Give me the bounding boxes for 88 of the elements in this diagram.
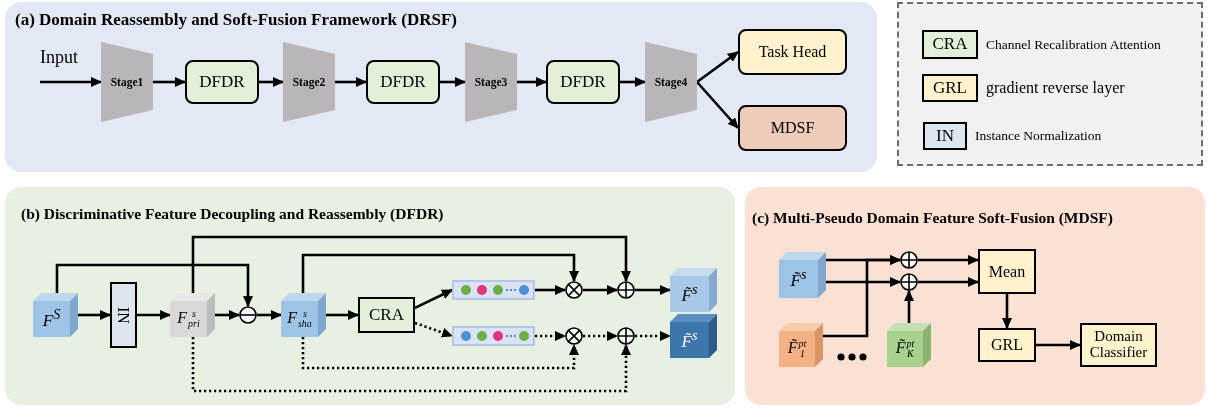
- arrow: [635, 331, 671, 341]
- feature-symbol: F$^{S}$: [42, 307, 61, 331]
- arrow: [414, 321, 453, 338]
- panel-title: (b) Discriminative Feature Decoupling and Reassembly (DFDR): [21, 205, 444, 223]
- arrow: [440, 77, 466, 87]
- arrow: [326, 310, 359, 320]
- arrow: [517, 77, 547, 87]
- arrow: [635, 285, 671, 295]
- arrow: [583, 331, 618, 341]
- arrow: [583, 285, 618, 295]
- arrow: [191, 337, 631, 393]
- operator-circle: [239, 306, 257, 324]
- stage-block: [465, 42, 517, 122]
- arrow: [191, 235, 631, 293]
- arrow: [918, 277, 979, 287]
- arrow: [904, 290, 914, 323]
- arrow: [335, 77, 367, 87]
- legend-abbreviation: IN: [936, 126, 954, 146]
- arrow: [414, 288, 453, 309]
- legend-description: gradient reverse layer: [986, 79, 1125, 97]
- panel-title: (c) Multi-Pseudo Domain Feature Soft-Fusion (MDSF): [752, 209, 1113, 227]
- arrow: [215, 310, 240, 320]
- module-label: DFDR: [199, 72, 245, 92]
- stage-block: [101, 42, 153, 122]
- arrow: [153, 77, 186, 87]
- arrow: [696, 50, 739, 84]
- module-label: MDSF: [770, 119, 815, 137]
- legend-abbreviation: GRL: [933, 78, 967, 98]
- arrow: [137, 310, 171, 320]
- arrow: [535, 285, 566, 295]
- module-box: [1080, 323, 1157, 367]
- module-label: CRA: [369, 305, 404, 325]
- arrow: [259, 77, 284, 87]
- stage-label: Stage1: [110, 75, 144, 89]
- module-label: IN: [114, 306, 133, 324]
- arrow: [78, 310, 111, 320]
- feature-symbol: F̃$^{s}$: [681, 328, 698, 352]
- module-label: Domain Classifier: [1088, 329, 1149, 361]
- module-box: [978, 328, 1036, 362]
- channel-weight-bar: [452, 326, 535, 346]
- arrow: [918, 255, 979, 265]
- stage-label: Stage4: [654, 75, 688, 89]
- operator-circle: [900, 251, 918, 269]
- panel-background: [5, 2, 877, 172]
- arrow: [696, 81, 739, 129]
- arrow: [55, 263, 253, 307]
- module-box: [110, 282, 137, 348]
- arrow: [257, 310, 282, 320]
- arrow: [1002, 294, 1012, 329]
- module-label: Task Head: [758, 43, 827, 61]
- module-box: [366, 60, 440, 104]
- arrow: [40, 77, 102, 87]
- arrow: [301, 337, 579, 370]
- module-box: [738, 105, 847, 151]
- arrow: [301, 253, 579, 293]
- arrow: [1036, 340, 1081, 350]
- node-label: Input: [40, 48, 78, 68]
- feature-symbol: F̃$^{s}$: [681, 282, 698, 306]
- operator-circle: [565, 327, 583, 345]
- module-label: DFDR: [380, 72, 426, 92]
- arrow: [620, 77, 646, 87]
- arrow: [535, 331, 566, 341]
- legend-panel: [897, 2, 1203, 166]
- operator-circle: [565, 281, 583, 299]
- legend-description: Channel Recalibration Attention: [986, 36, 1161, 53]
- module-label: Mean: [988, 262, 1026, 281]
- stage-block: [645, 42, 697, 122]
- module-box: [738, 29, 847, 75]
- module-box: [185, 60, 259, 104]
- panel-background: [745, 187, 1205, 405]
- module-label: GRL: [991, 336, 1023, 354]
- module-box: [978, 249, 1036, 294]
- operator-circle: [617, 281, 635, 299]
- panel-background: [5, 187, 735, 405]
- legend-abbreviation: CRA: [932, 35, 968, 54]
- module-box: [358, 297, 415, 333]
- module-box: [546, 60, 620, 104]
- channel-weight-bar: [452, 280, 535, 300]
- legend-description: Instance Normalization: [975, 128, 1102, 144]
- feature-symbol: F̃$^{s}$: [790, 267, 807, 291]
- stage-label: Stage3: [474, 75, 508, 89]
- operator-circle: [900, 273, 918, 291]
- panel-title: (a) Domain Reassembly and Soft-Fusion Framework (DRSF): [15, 10, 457, 30]
- stage-label: Stage2: [292, 75, 326, 89]
- arrow: [826, 277, 901, 287]
- stage-block: [283, 42, 335, 122]
- module-label: DFDR: [560, 72, 606, 92]
- operator-circle: [617, 327, 635, 345]
